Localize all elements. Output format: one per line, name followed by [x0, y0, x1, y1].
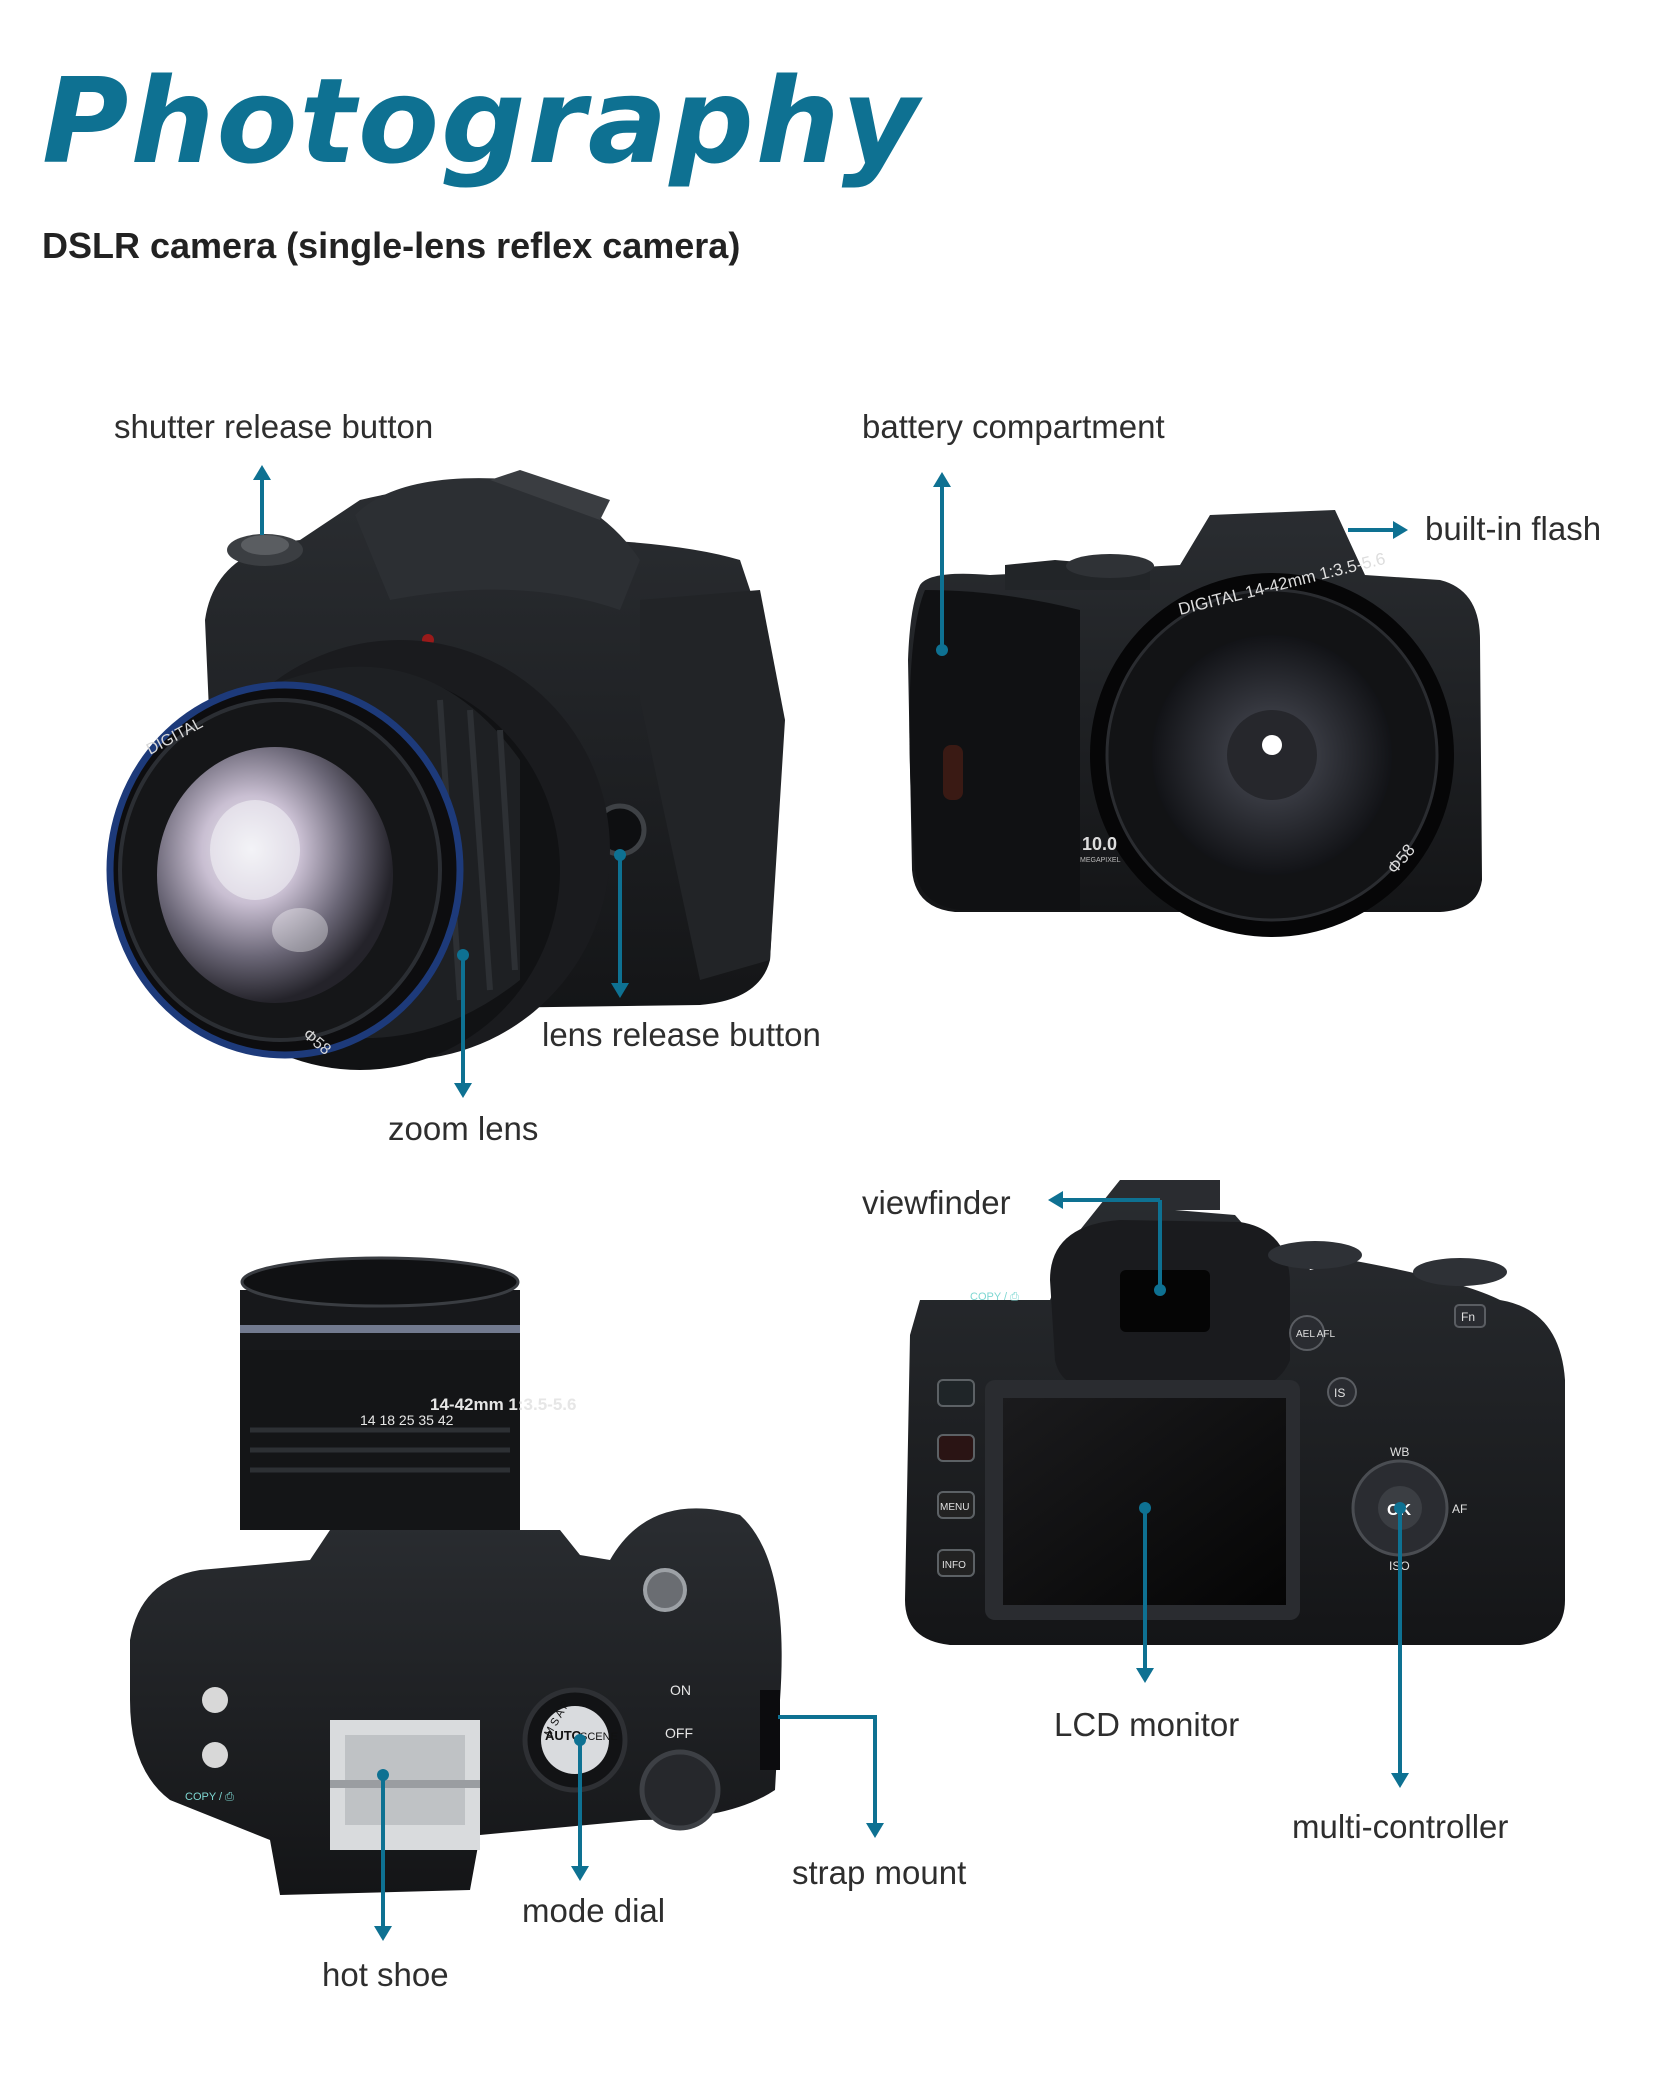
arrow-hot-shoe: [374, 1926, 392, 1941]
label-lens-release-button: lens release button: [542, 1016, 821, 1053]
arrow-multi-controller: [1391, 1773, 1409, 1788]
camera-front-angled: DIGITAL Φ58: [106, 470, 785, 1070]
wb-text: WB: [1390, 1445, 1409, 1459]
arrow-lens-release: [611, 983, 629, 998]
mode-auto: AUTO: [545, 1728, 582, 1743]
af-text: AF: [1452, 1502, 1467, 1516]
label-hot-shoe: hot shoe: [322, 1956, 449, 1993]
label-zoom-lens: zoom lens: [388, 1110, 539, 1147]
label-shutter-release-button: shutter release button: [114, 408, 434, 445]
leader-strap-mount: [778, 1715, 877, 1825]
arrow-shutter: [253, 465, 271, 480]
copy-text-back: COPY / ⎙: [970, 1291, 1019, 1303]
label-built-in-flash: built-in flash: [1425, 510, 1602, 547]
label-lcd-monitor: LCD monitor: [1054, 1706, 1240, 1743]
label-strap-mount: strap mount: [792, 1854, 967, 1891]
arrow-mode-dial: [571, 1866, 589, 1881]
page-subtitle: DSLR camera (single-lens reflex camera): [42, 225, 741, 266]
camera-top-view: 14-42mm 1:3.5-5.6 14 18 25 35 42 AUTO SC…: [130, 1256, 782, 1895]
arrow-heads: [253, 465, 1409, 1941]
top-focal-marks: 14 18 25 35 42: [360, 1412, 454, 1428]
fn-button-text: Fn: [1461, 1310, 1475, 1324]
arrow-battery: [933, 472, 951, 487]
info-button-text: INFO: [942, 1560, 966, 1571]
mode-scene: SCENE: [580, 1731, 618, 1743]
label-multi-controller: multi-controller: [1292, 1808, 1509, 1845]
ael-afl-text: AEL AFL: [1296, 1329, 1336, 1340]
arrow-viewfinder: [1048, 1191, 1063, 1209]
label-battery-compartment: battery compartment: [862, 408, 1165, 445]
arrow-zoom-lens: [454, 1083, 472, 1098]
is-button-text: IS: [1334, 1386, 1345, 1400]
megapixel-unit: MEGAPIXEL: [1080, 857, 1121, 864]
arrow-strap-mount: [866, 1823, 884, 1838]
camera-front-straight: DIGITAL 14-42mm 1:3.5-5.6 Φ58 10.0 MEGAP…: [908, 510, 1482, 937]
menu-button-text: MENU: [940, 1502, 969, 1513]
power-off: OFF: [665, 1725, 693, 1741]
megapixel-value: 10.0: [1082, 834, 1117, 854]
label-mode-dial: mode dial: [522, 1892, 666, 1929]
power-on: ON: [670, 1682, 691, 1698]
label-viewfinder: viewfinder: [862, 1184, 1011, 1221]
leader-lines: [260, 478, 1402, 1928]
leader-dots: [377, 644, 1406, 1781]
arrow-flash: [1393, 521, 1408, 539]
copy-text-top: COPY / ⎙: [185, 1791, 234, 1803]
camera-back-view: MENU INFO OK WB AF ISO AEL AFL IS Fn COP…: [905, 1180, 1565, 1645]
arrow-lcd: [1136, 1668, 1154, 1683]
top-zoom-spec: 14-42mm 1:3.5-5.6: [430, 1395, 576, 1414]
page-title: Photography: [42, 52, 921, 190]
